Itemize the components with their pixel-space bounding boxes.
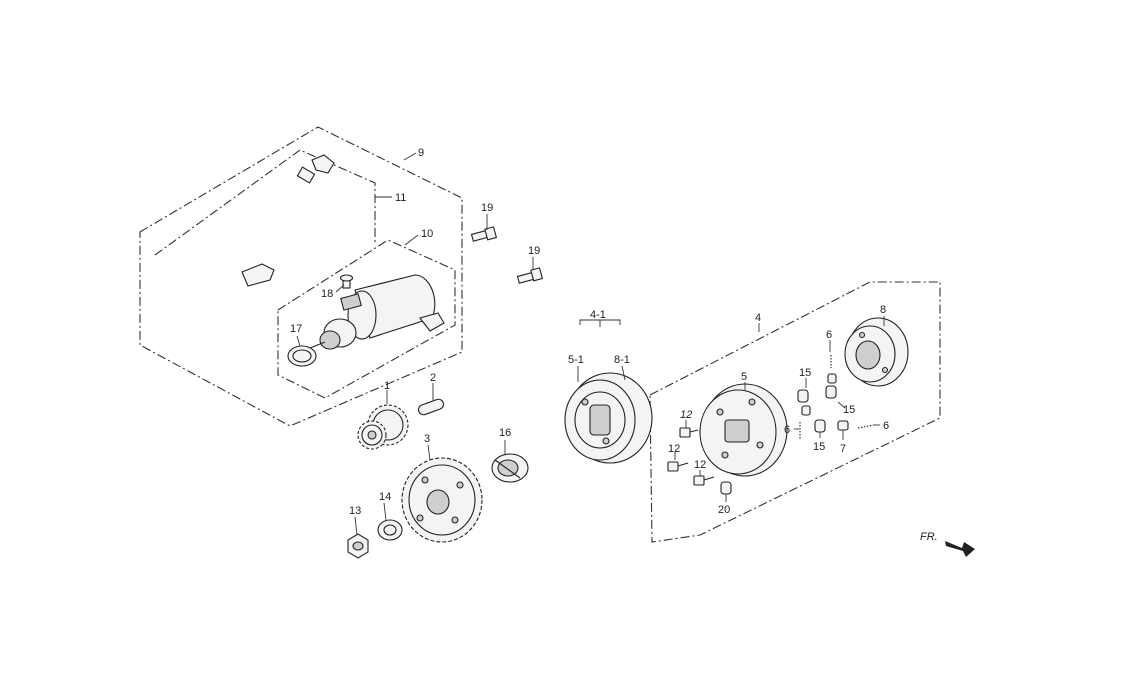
starter-motor (309, 274, 445, 350)
clutch-outer (844, 317, 909, 387)
callout-10: 10 (421, 228, 433, 240)
callout-19-lower: 19 (528, 245, 540, 257)
callout-8: 8 (880, 304, 886, 316)
bolt-12a (679, 427, 699, 438)
callout-6-upper: 6 (826, 329, 832, 341)
flange-bolt-upper (470, 226, 498, 242)
flange-bolt-lower (516, 267, 544, 284)
starter-cable (160, 154, 335, 324)
callout-13: 13 (349, 505, 361, 517)
o-ring (287, 345, 317, 367)
needle-bearing (491, 453, 529, 483)
callout-5: 5 (741, 371, 747, 383)
callout-15-upper: 15 (799, 367, 811, 379)
callout-12-left: 12 (668, 443, 680, 455)
callout-19-upper: 19 (481, 202, 493, 214)
callout-2: 2 (430, 372, 436, 384)
driven-gear (401, 457, 483, 543)
callout-14: 14 (379, 491, 391, 503)
callout-12-lower: 12 (694, 459, 706, 471)
callout-12-upper: 12 (680, 409, 692, 421)
callout-15-right: 15 (843, 404, 855, 416)
callout-4: 4 (755, 312, 761, 324)
callout-1: 1 (384, 380, 390, 392)
callout-15-lower: 15 (813, 441, 825, 453)
callout-6-right: 6 (883, 420, 889, 432)
roller-15b (825, 373, 837, 399)
callout-17: 17 (290, 323, 302, 335)
group-outline-9 (139, 126, 463, 427)
roller-15c (814, 419, 826, 433)
callout-8-1: 8-1 (614, 354, 630, 366)
callout-16: 16 (499, 427, 511, 439)
nut (347, 533, 369, 559)
callout-18: 18 (321, 288, 333, 300)
callout-9: 9 (418, 147, 424, 159)
front-direction-indicator: FR. (920, 531, 975, 557)
group-outline-10 (277, 239, 456, 399)
washer (377, 519, 403, 541)
callout-20: 20 (718, 504, 730, 516)
front-direction-label: FR. (920, 531, 938, 543)
spring-cap-7 (837, 420, 849, 431)
roller-15a (797, 389, 811, 416)
small-bolt (339, 274, 354, 289)
one-way-clutch (699, 383, 788, 477)
callout-6-left: 6 (784, 424, 790, 436)
leader-lines (296, 152, 885, 536)
starter-clutch-assembly (564, 372, 653, 464)
callout-5-1: 5-1 (568, 354, 584, 366)
idle-gear-shaft (417, 398, 445, 416)
callout-4-1: 4-1 (590, 309, 606, 321)
right-arrow-icon (945, 541, 975, 557)
callout-3: 3 (424, 433, 430, 445)
callout-11: 11 (395, 192, 406, 204)
idle-gear (357, 404, 409, 450)
bolt-12c (693, 475, 715, 486)
group-outline-4 (649, 281, 941, 543)
spring-6c (857, 424, 875, 429)
group-outline-11 (154, 149, 376, 256)
bolt-12b (667, 461, 689, 472)
pin-20 (720, 481, 732, 495)
callout-7: 7 (840, 443, 846, 455)
